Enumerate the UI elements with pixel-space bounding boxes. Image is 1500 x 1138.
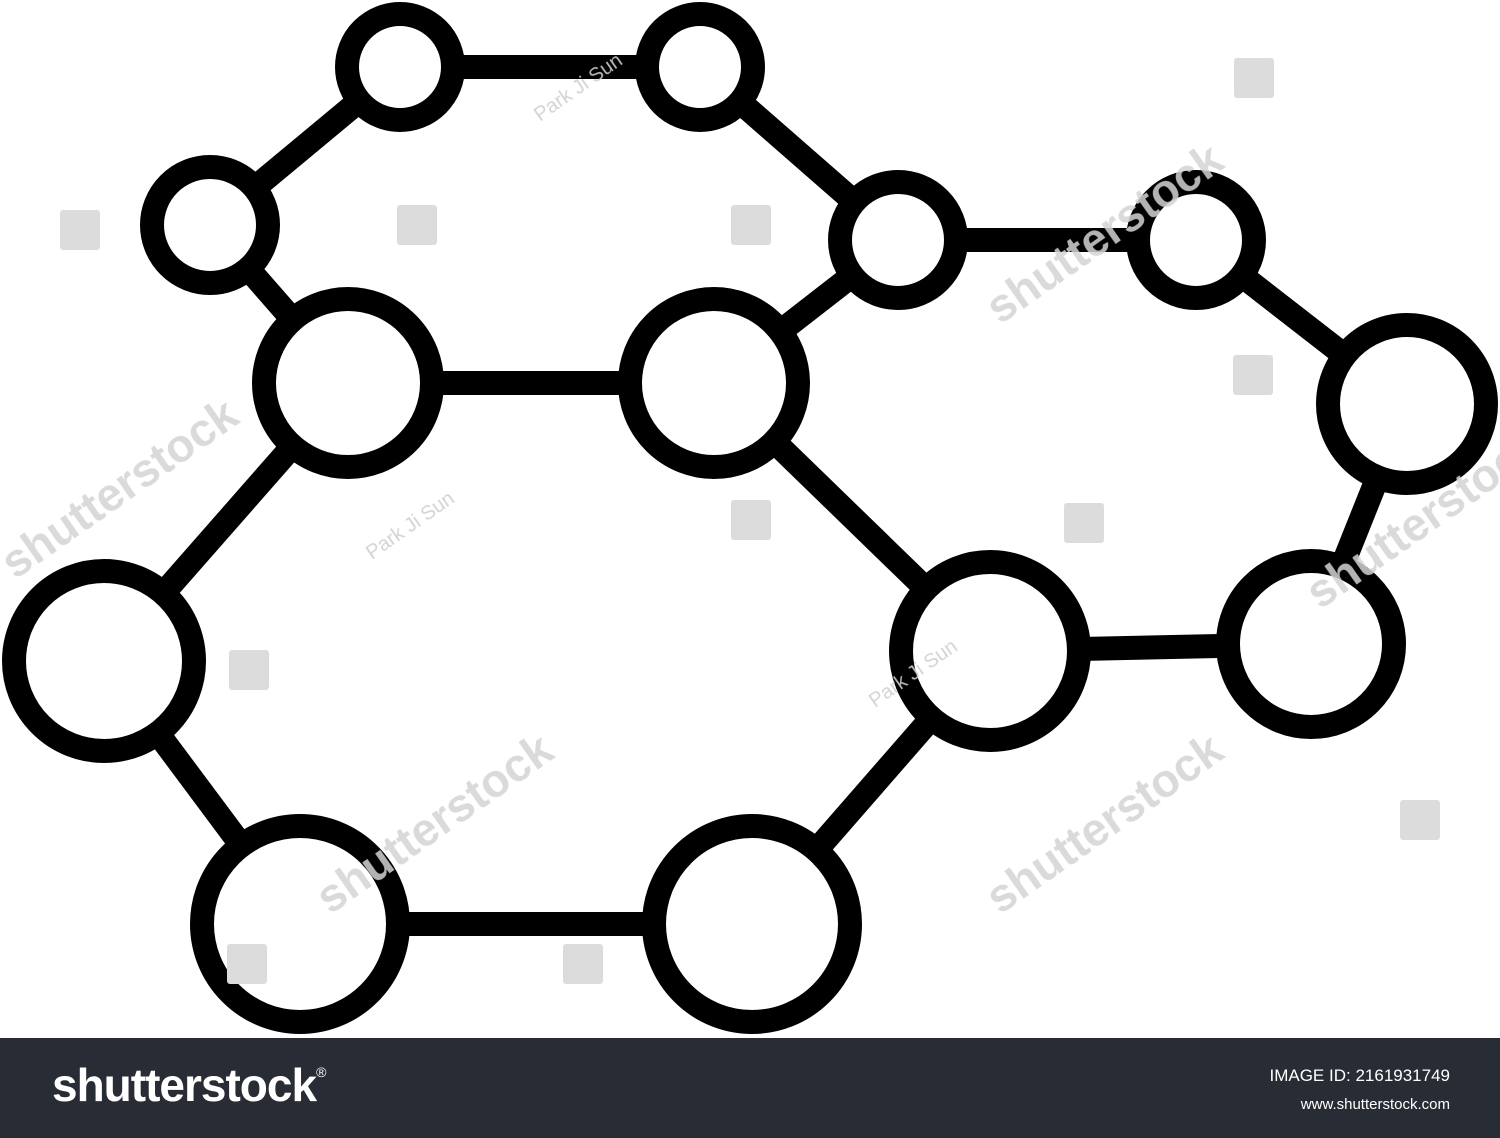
registered-mark: ® [316, 1064, 326, 1080]
atom-node [1126, 170, 1266, 310]
footer-logo: shutterstock® [52, 1058, 326, 1112]
image-id-label: IMAGE ID: [1269, 1066, 1351, 1085]
atom-nodes [2, 2, 1498, 1034]
atom-node [618, 287, 810, 479]
image-id-line: IMAGE ID: 2161931749 [1269, 1066, 1450, 1086]
atom-node [2, 559, 206, 763]
atom-node [252, 287, 444, 479]
footer-logo-text: shutterstock [52, 1059, 317, 1111]
atom-node [140, 155, 280, 295]
atom-node [889, 550, 1091, 752]
atom-node [335, 2, 465, 132]
image-id-value: 2161931749 [1355, 1066, 1450, 1085]
site-url: www.shutterstock.com [1300, 1096, 1450, 1113]
atom-node [1316, 313, 1498, 495]
atom-node [1216, 549, 1406, 739]
atom-node [642, 814, 862, 1034]
molecule-network-diagram [2, 2, 1498, 1034]
atom-node [190, 814, 410, 1034]
footer-bar: shutterstock® IMAGE ID: 2161931749 www.s… [0, 1038, 1500, 1138]
atom-node [635, 2, 765, 132]
atom-node [828, 170, 968, 310]
